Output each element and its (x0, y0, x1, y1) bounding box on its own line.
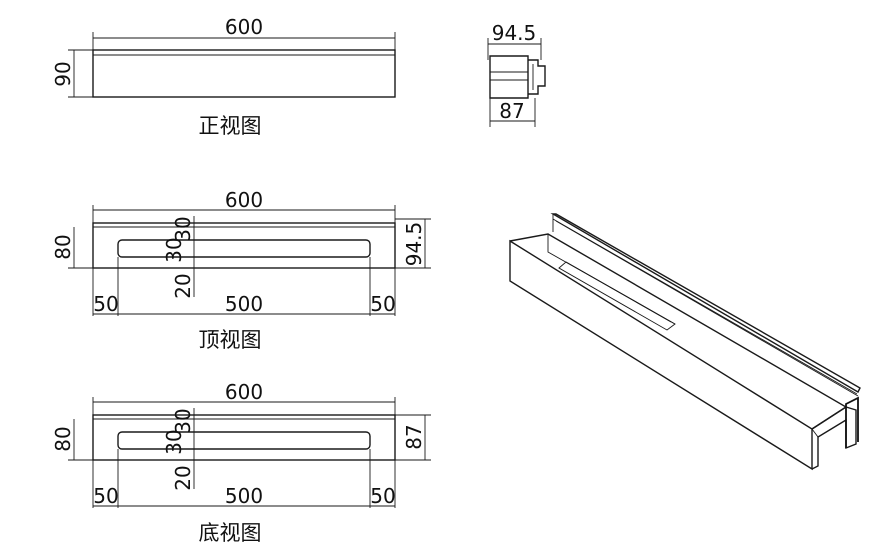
bottom-view-caption: 底视图 (199, 521, 262, 545)
side-view: 94.5 87 (487, 21, 546, 127)
iso-top-rim (509, 233, 848, 430)
top-slot-length-label: 500 (225, 292, 263, 316)
top-view-slot (117, 239, 371, 258)
top-left-margin-label: 50 (93, 292, 118, 316)
bottom-length-label: 600 (225, 380, 263, 404)
iso-front-face (509, 239, 813, 471)
side-profile-flange (528, 59, 546, 95)
top-view-body (92, 222, 396, 269)
top-overall-width-label: 94.5 (402, 222, 426, 267)
top-slot-offset-b-label: 30 (162, 237, 186, 262)
bottom-width-label: 80 (51, 426, 75, 451)
top-slot-width-label: 20 (171, 273, 195, 298)
bottom-slot-offset-a-label: 30 (171, 408, 195, 433)
bottom-left-margin-label: 50 (93, 484, 118, 508)
front-view-body (92, 49, 396, 98)
bottom-slot-width-label: 20 (171, 465, 195, 490)
front-height-label: 90 (51, 61, 75, 86)
iso-end-web (811, 419, 847, 438)
side-profile-web (490, 71, 528, 81)
top-view-caption: 顶视图 (199, 328, 262, 352)
top-width-label: 80 (51, 234, 75, 259)
iso-rear-wall-top (550, 213, 861, 393)
bottom-view: 600 80 87 30 30 20 50 500 50 底视图 (51, 380, 431, 545)
isometric-view (509, 213, 861, 471)
top-slot-offset-a-label: 30 (171, 216, 195, 241)
top-right-margin-label: 50 (370, 292, 395, 316)
front-view-caption: 正视图 (199, 114, 262, 138)
iso-rear-wall-line-2 (555, 220, 859, 397)
top-length-label: 600 (225, 188, 263, 212)
side-top-width-label: 94.5 (492, 21, 537, 45)
front-view: 600 90 正视图 (51, 15, 396, 138)
side-profile-outer (489, 55, 529, 99)
front-length-label: 600 (225, 15, 263, 39)
iso-end-flange (845, 396, 859, 448)
bottom-right-margin-label: 50 (370, 484, 395, 508)
iso-inner-floor (547, 234, 676, 325)
bottom-slot-offset-b-label: 30 (162, 429, 186, 454)
iso-end-section (811, 406, 857, 470)
bottom-view-slot (117, 431, 371, 450)
top-view: 600 80 94.5 30 30 20 50 500 50 顶视图 (51, 188, 431, 352)
bottom-view-body (92, 414, 396, 461)
bottom-overall-width-label: 87 (402, 424, 426, 449)
side-bottom-width-label: 87 (499, 99, 524, 123)
bottom-slot-length-label: 500 (225, 484, 263, 508)
